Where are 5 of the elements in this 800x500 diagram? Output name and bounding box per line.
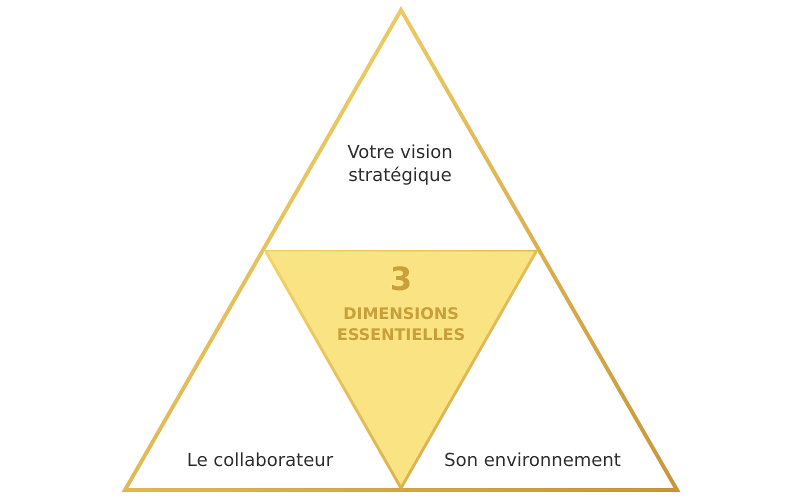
center-label: DIMENSIONS ESSENTIELLES [336,304,466,346]
dimension-label: Le collaborateur [160,449,360,479]
number-heading: 3 [388,262,414,298]
dimension-label: Son environnement [420,449,645,479]
dimension-label: Votre vision stratégique [320,141,480,221]
